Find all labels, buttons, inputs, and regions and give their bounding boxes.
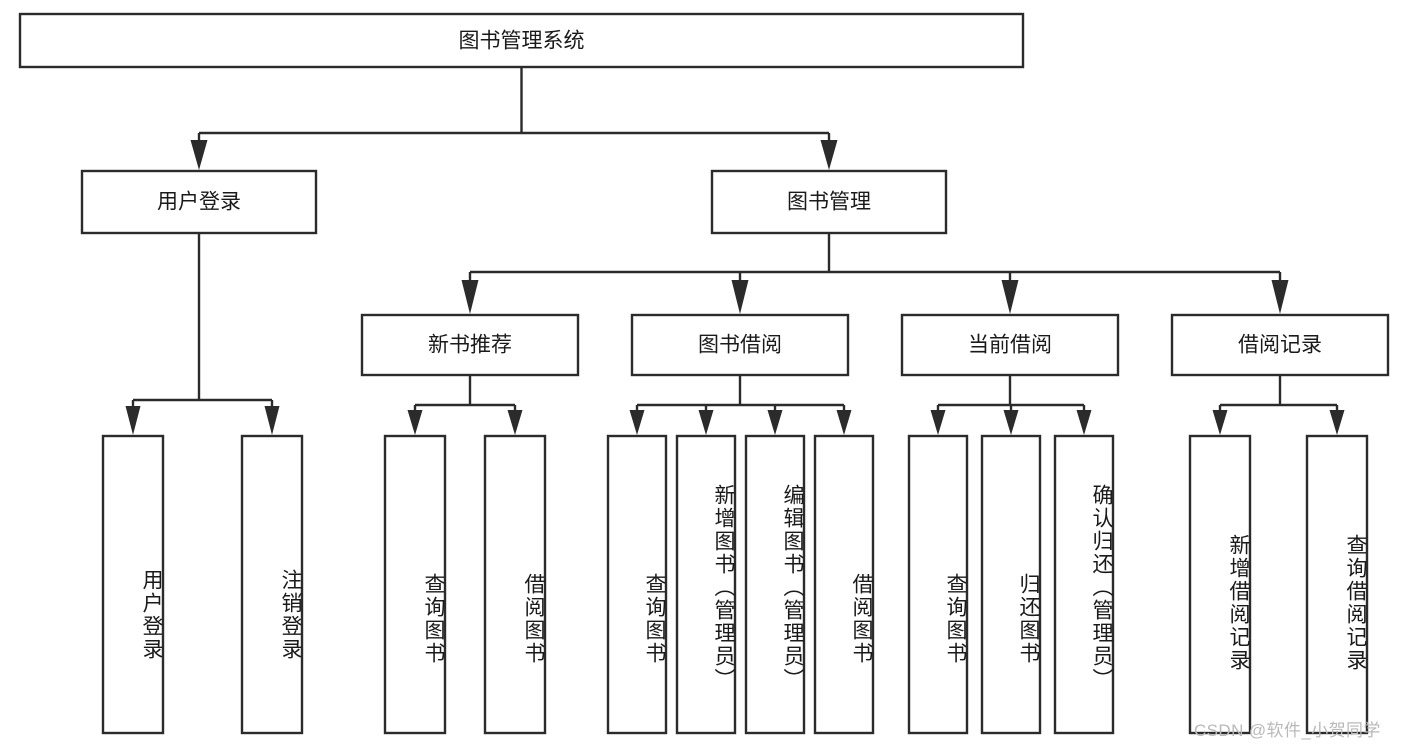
node-leaf-query-book-borrow[interactable] xyxy=(606,434,668,735)
arrow-to-leaf-edit-book xyxy=(767,410,783,435)
arrow-to-leaf-add-borrow-record xyxy=(1212,410,1228,435)
node-book-borrow[interactable] xyxy=(630,313,850,377)
node-leaf-logout[interactable] xyxy=(240,434,304,735)
node-leaf-confirm-return[interactable] xyxy=(1053,434,1115,735)
arrow-to-current-borrow xyxy=(1001,280,1019,314)
node-leaf-borrow-book[interactable] xyxy=(813,434,875,735)
node-root[interactable] xyxy=(18,12,1025,69)
node-book-management-label: 图书管理 xyxy=(787,191,871,214)
node-book-borrow-label: 图书借阅 xyxy=(698,334,782,357)
arrow-to-new-book-recommend xyxy=(461,280,479,314)
connector-layer xyxy=(125,67,1345,435)
node-layer: 图书管理系统 用户登录 图书管理 新书推荐 图书借阅 当前借阅 借阅记录 xyxy=(18,12,1390,735)
node-current-borrow[interactable] xyxy=(900,313,1120,377)
node-borrow-record-label: 借阅记录 xyxy=(1238,334,1322,357)
arrow-to-book-borrow xyxy=(731,280,749,314)
node-current-borrow-label: 当前借阅 xyxy=(968,334,1052,357)
node-leaf-edit-book[interactable] xyxy=(744,434,806,735)
node-leaf-add-book[interactable] xyxy=(675,434,737,735)
node-leaf-user-login[interactable] xyxy=(101,434,165,735)
node-leaf-return-book[interactable] xyxy=(980,434,1042,735)
arrow-to-borrow-record xyxy=(1271,280,1289,314)
node-borrow-record[interactable] xyxy=(1170,313,1390,377)
csdn-watermark: CSDN @软件_小贺同学 xyxy=(1194,721,1381,740)
node-leaf-query-book-recommend[interactable] xyxy=(383,434,447,735)
arrow-to-leaf-borrow-book-recommend xyxy=(507,410,523,435)
arrow-to-leaf-confirm-return xyxy=(1076,410,1092,435)
node-book-management[interactable] xyxy=(710,169,948,235)
node-user-login[interactable] xyxy=(80,169,318,235)
node-new-book-recommend-label: 新书推荐 xyxy=(428,334,512,357)
node-leaf-query-borrow-record[interactable] xyxy=(1305,434,1369,735)
node-new-book-recommend[interactable] xyxy=(360,313,580,377)
arrow-to-leaf-return-book xyxy=(1003,410,1019,435)
arrow-to-leaf-query-book-recommend xyxy=(407,410,423,435)
arrow-to-leaf-add-book xyxy=(698,410,714,435)
arrow-to-leaf-query-book-borrow xyxy=(629,410,645,435)
node-user-login-label: 用户登录 xyxy=(157,191,241,214)
arrow-to-book-management xyxy=(820,140,838,170)
arrow-to-leaf-query-book-current xyxy=(930,410,946,435)
arrow-to-user-login xyxy=(190,140,208,170)
node-leaf-borrow-book-recommend[interactable] xyxy=(483,434,547,735)
arrow-to-leaf-logout xyxy=(264,406,280,435)
node-leaf-add-borrow-record[interactable] xyxy=(1188,434,1252,735)
arrow-to-leaf-borrow-book xyxy=(836,410,852,435)
arrow-to-leaf-user-login xyxy=(125,406,141,435)
arrow-to-leaf-query-borrow-record xyxy=(1329,410,1345,435)
node-root-label: 图书管理系统 xyxy=(459,30,585,53)
node-leaf-query-book-current[interactable] xyxy=(907,434,969,735)
